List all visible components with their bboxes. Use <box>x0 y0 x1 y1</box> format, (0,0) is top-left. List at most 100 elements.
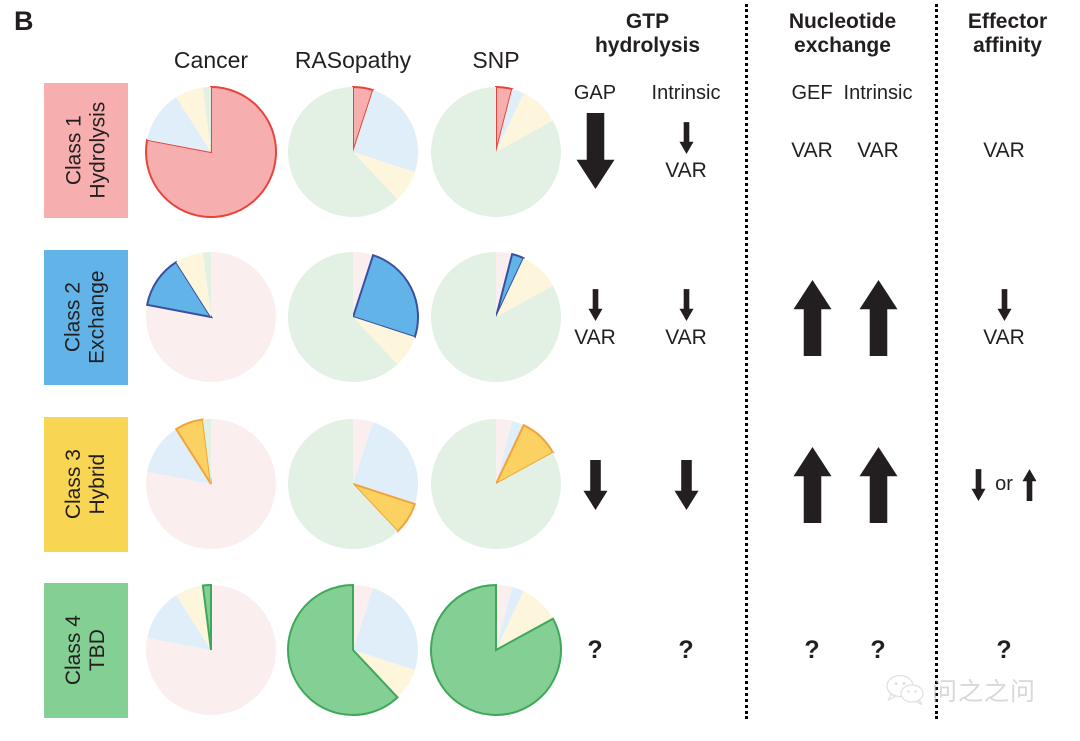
panel-label: B <box>14 6 34 36</box>
pie-slice-class3 <box>493 423 555 487</box>
pie-slice-class2 <box>147 97 211 152</box>
divider-exchange-effector <box>935 4 938 719</box>
group-header-line2: affinity <box>973 33 1042 57</box>
pie-slice-class4 <box>430 583 562 716</box>
arrow-up-large <box>858 279 898 357</box>
var-label: VAR <box>791 139 833 162</box>
question-mark: ? <box>678 636 694 664</box>
cell-intrinsic1-class1: VAR <box>616 83 756 218</box>
var-label: VAR <box>983 325 1025 349</box>
pie-slice-class1 <box>496 419 513 484</box>
pie-slice-class4 <box>430 252 561 382</box>
cell-intrinsic2-class4: ? <box>808 583 948 718</box>
pie-slice-class4 <box>430 419 561 549</box>
pie-cancer-class3 <box>140 413 282 555</box>
pie-slice-class1 <box>496 585 513 650</box>
pie-slice-class2 <box>351 253 419 339</box>
arrow-up-large <box>792 446 832 524</box>
pie-slice-class2 <box>353 588 419 671</box>
arrow-down-small <box>678 121 694 155</box>
pie-slice-class3 <box>176 87 211 152</box>
class-tag-line1: Class 1 <box>61 115 85 186</box>
pie-slice-class3 <box>353 152 415 200</box>
pie-slice-class4 <box>288 419 398 549</box>
pie-slice-class2 <box>147 429 211 484</box>
pie-cancer-class1 <box>140 81 282 223</box>
sub-header-gap-0: GAP <box>573 82 617 104</box>
group-header-line2: hydrolysis <box>594 33 701 57</box>
cell-gef-class4: ? <box>742 583 882 718</box>
cell-intrinsic2-class2 <box>808 250 948 385</box>
pie-rasopathy-class4 <box>282 579 424 721</box>
cell-gap-class1 <box>525 83 665 218</box>
pie-slice-class1 <box>353 585 374 650</box>
pie-slice-class4 <box>202 86 211 152</box>
arrow-down-large <box>575 112 615 190</box>
cell-intrinsic1-class4: ? <box>616 583 756 718</box>
var-label: VAR <box>665 325 707 349</box>
arrow-down-small <box>587 288 603 322</box>
pie-slice-class4 <box>288 252 398 382</box>
divider-hydrolysis-exchange <box>745 4 748 719</box>
pie-slice-class4 <box>287 583 399 716</box>
question-mark: ? <box>870 636 886 664</box>
cell-gef-class2 <box>742 250 882 385</box>
pie-rasopathy-class2 <box>282 246 424 388</box>
var-label: VAR <box>857 139 899 162</box>
class-tag-line2: Hybrid <box>86 454 109 515</box>
pie-slice-class2 <box>147 595 211 650</box>
cell-gef-class1: VAR <box>742 83 882 218</box>
wechat-watermark: 问之之问 <box>886 672 1036 708</box>
pie-slice-class4 <box>288 87 398 217</box>
pie-snp-class3 <box>425 413 567 555</box>
pie-slice-class4 <box>430 86 561 217</box>
pie-column-header-rasopathy: RASopathy <box>294 47 412 73</box>
watermark-text: 问之之问 <box>932 677 1037 706</box>
question-mark: ? <box>996 636 1012 664</box>
var-label: VAR <box>983 139 1025 162</box>
pie-slice-class4 <box>201 583 212 651</box>
wechat-icon <box>886 675 924 705</box>
cell-intrinsic2-class1: VAR <box>808 83 948 218</box>
question-mark: ? <box>587 636 603 664</box>
class-tag-line2: Hydrolysis <box>86 102 110 199</box>
group-header-line1: GTP <box>625 10 670 33</box>
cell-intrinsic1-class3 <box>616 417 756 552</box>
pie-slice-class2 <box>496 587 524 650</box>
pie-slice-class3 <box>176 252 211 317</box>
pie-rasopathy-class1 <box>282 81 424 223</box>
sub-header-intrinsic-1: Intrinsic <box>843 82 913 104</box>
pie-slice-class3 <box>496 591 553 650</box>
pie-column-header-cancer: Cancer <box>173 47 249 73</box>
arrow-up-large <box>858 446 898 524</box>
pie-slice-class3 <box>174 418 212 485</box>
cell-effector-class3: or <box>934 417 1074 552</box>
sub-header-gef-1: GEF <box>791 82 833 104</box>
pie-rasopathy-class3 <box>282 413 424 555</box>
cell-gap-class4: ? <box>525 583 665 718</box>
pie-slice-class3 <box>352 483 417 533</box>
group-header-line1: Effector <box>967 10 1048 33</box>
pie-snp-class1 <box>425 81 567 223</box>
cell-effector-class4: ? <box>934 583 1074 718</box>
class-tag-line2: TBD <box>86 629 109 672</box>
arrow-up-small <box>1022 468 1037 502</box>
var-label: VAR <box>574 325 616 349</box>
group-header-line1: Nucleotide <box>788 10 897 33</box>
pie-column-header-snp: SNP <box>472 47 520 73</box>
pie-slice-class1 <box>353 419 374 484</box>
cell-effector-class2: VAR <box>934 250 1074 385</box>
pie-slice-class2 <box>353 90 419 173</box>
question-mark: ? <box>804 636 820 664</box>
pie-slice-class1 <box>145 85 277 218</box>
pie-cancer-class4 <box>140 579 282 721</box>
arrow-down-medium <box>582 459 608 511</box>
pie-snp-class4 <box>425 579 567 721</box>
pie-cancer-class2 <box>140 246 282 388</box>
